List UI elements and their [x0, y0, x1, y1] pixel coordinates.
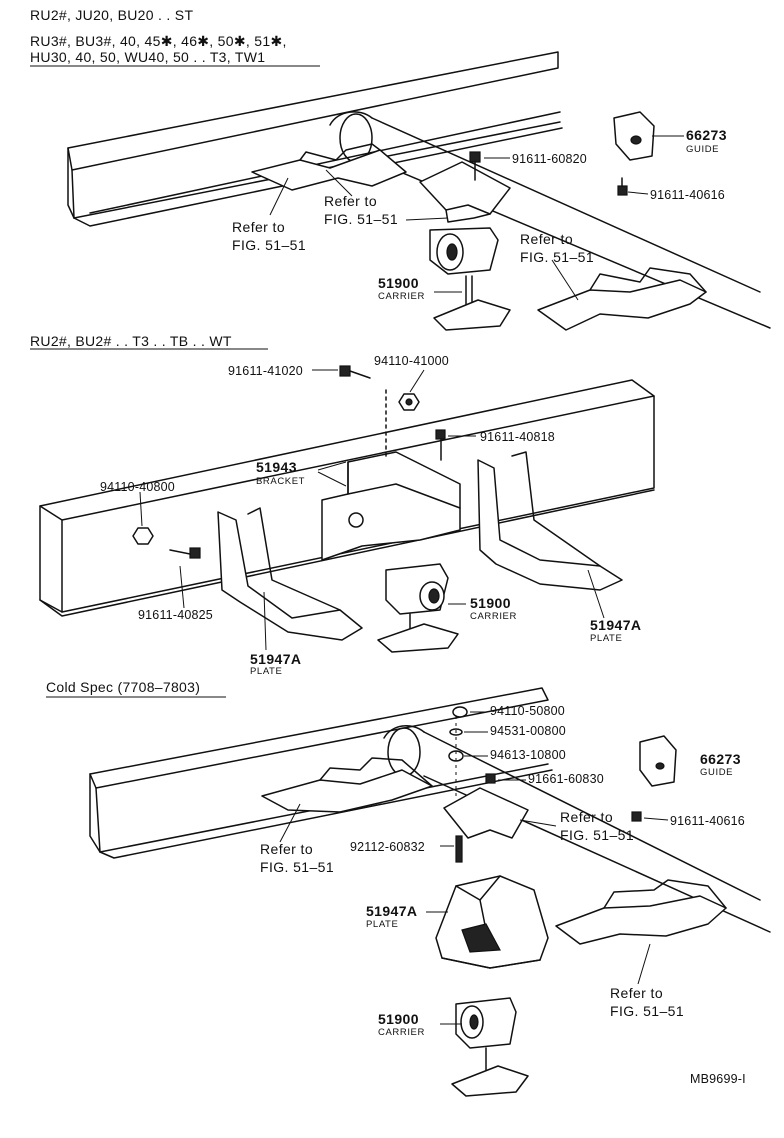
section2-artwork: [30, 348, 655, 653]
section3-header: Cold Spec (7708–7803): [46, 679, 201, 695]
refer-s3c-line1: Refer to: [610, 985, 663, 1001]
part-91611-60820-label: 91611-60820: [512, 152, 587, 166]
part-51943-number: 51943: [256, 459, 297, 475]
part-94110-50800-label: 94110-50800: [490, 704, 565, 718]
refer-s3b-line1: Refer to: [260, 841, 313, 857]
refer-a-line2: FIG. 51–51: [324, 211, 399, 227]
section1-artwork: [30, 51, 771, 331]
part-51947a-left-name: PLATE: [250, 666, 283, 677]
part-51900-name-sec3: CARRIER: [378, 1027, 425, 1038]
section1-header-line1: RU2#, JU20, BU20 . . ST: [30, 7, 194, 23]
part-51947a-right-number: 51947A: [590, 617, 642, 633]
part-66273-name-sec3: GUIDE: [700, 767, 734, 778]
part-92112-60832-label: 92112-60832: [350, 840, 425, 854]
part-91611-40825-label: 91611-40825: [138, 608, 213, 622]
part-91611-40616-label-sec3: 91611-40616: [670, 814, 745, 828]
section2-header: RU2#, BU2# . . T3 . . TB . . WT: [30, 333, 232, 349]
refer-c-line1: Refer to: [520, 231, 573, 247]
part-51947a-right-name: PLATE: [590, 633, 623, 644]
part-51900-name: CARRIER: [378, 291, 425, 302]
section1-header-line3: HU30, 40, 50, WU40, 50 . . T3, TW1: [30, 49, 266, 65]
part-66273-number-sec3: 66273: [700, 751, 741, 767]
part-94613-10800-label: 94613-10800: [490, 748, 566, 762]
part-91611-41020-label: 91611-41020: [228, 364, 303, 378]
part-66273-name: GUIDE: [686, 144, 720, 155]
part-66273-number: 66273: [686, 127, 727, 143]
part-51943-name: BRACKET: [256, 476, 306, 487]
part-94110-41000-label: 94110-41000: [374, 354, 449, 368]
refer-s3a-line1: Refer to: [560, 809, 613, 825]
part-91611-40616-label: 91611-40616: [650, 188, 725, 202]
refer-s3b-line2: FIG. 51–51: [260, 859, 335, 875]
part-91611-40818-label: 91611-40818: [480, 430, 555, 444]
refer-c-line2: FIG. 51–51: [520, 249, 595, 265]
part-51900-number: 51900: [378, 275, 419, 291]
refer-s3a-line2: FIG. 51–51: [560, 827, 635, 843]
part-51947a-name-sec3: PLATE: [366, 919, 399, 930]
refer-a-line1: Refer to: [324, 193, 377, 209]
refer-b-line2: FIG. 51–51: [232, 237, 307, 253]
part-91661-60830-label: 91661-60830: [528, 772, 604, 786]
refer-s3c-line2: FIG. 51–51: [610, 1003, 685, 1019]
part-94531-00800-label: 94531-00800: [490, 724, 566, 738]
part-94110-40800-label: 94110-40800: [100, 480, 175, 494]
part-51947a-left-number: 51947A: [250, 651, 302, 667]
section1-header-line2: RU3#, BU3#, 40, 45✱, 46✱, 50✱, 51✱,: [30, 33, 287, 49]
part-51900-number-sec2: 51900: [470, 595, 511, 611]
part-51947a-number-sec3: 51947A: [366, 903, 418, 919]
section3-artwork: [46, 687, 771, 1097]
figure-code: MB9699-I: [690, 1072, 746, 1086]
part-51900-number-sec3: 51900: [378, 1011, 419, 1027]
refer-b-line1: Refer to: [232, 219, 285, 235]
part-51900-name-sec2: CARRIER: [470, 611, 517, 622]
